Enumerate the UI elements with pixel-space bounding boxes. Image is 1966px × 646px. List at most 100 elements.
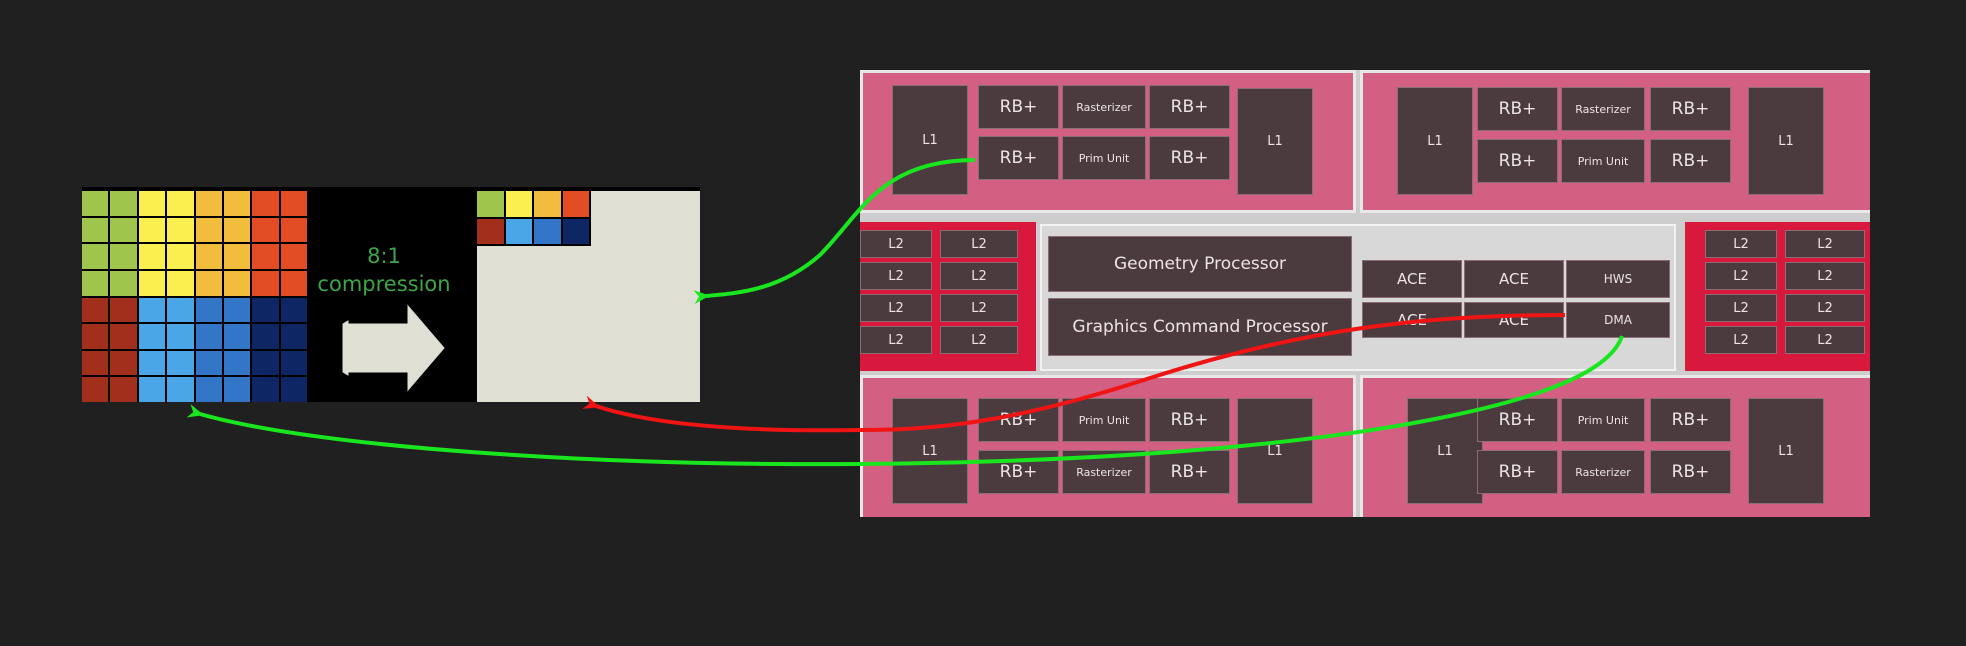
prim-unit-block: Prim Unit: [1062, 136, 1146, 180]
shader-engine-top-left: L1 RB+ Rasterizer RB+ RB+ Prim Unit RB+ …: [860, 70, 1356, 213]
color-tile: [223, 244, 251, 269]
color-tile: [110, 191, 137, 216]
color-tile: [252, 324, 279, 349]
rb-plus-block: RB+: [978, 85, 1059, 129]
l2-slice: L2: [1785, 262, 1865, 290]
l2-slice: L2: [940, 326, 1018, 354]
color-tile: [280, 191, 307, 216]
color-tile: [223, 270, 251, 296]
geometry-processor: Geometry Processor: [1048, 236, 1352, 292]
color-tile: [110, 244, 137, 269]
color-tile: [195, 217, 222, 243]
l2-slice: L2: [1785, 326, 1865, 354]
rb-plus-block: RB+: [1650, 139, 1731, 183]
color-tile: [252, 270, 279, 296]
ace-block: ACE: [1464, 260, 1564, 298]
compression-diagram: 8:1 compression: [82, 187, 700, 402]
color-tile: [252, 244, 279, 269]
color-tile: [167, 244, 194, 269]
color-tile: [505, 191, 532, 217]
l1-cache: L1: [1397, 87, 1473, 195]
color-tile: [280, 270, 307, 296]
color-tile: [110, 377, 137, 402]
color-tile: [195, 191, 222, 216]
color-tile: [280, 297, 307, 323]
color-tile: [110, 217, 137, 243]
l2-slice: L2: [940, 262, 1018, 290]
color-tile: [82, 377, 109, 402]
color-tile: [280, 377, 307, 402]
compressed-surface: [477, 191, 700, 402]
color-tile: [252, 377, 279, 402]
compression-ratio-label: 8:1 compression: [310, 242, 458, 298]
color-tile: [280, 324, 307, 349]
color-tile: [138, 350, 166, 376]
shader-engine-top-right: L1 RB+ Rasterizer RB+ RB+ Prim Unit RB+ …: [1360, 70, 1870, 213]
l2-slice: L2: [860, 326, 932, 354]
color-tile: [82, 270, 109, 296]
l2-slice: L2: [1785, 294, 1865, 322]
compression-ratio: 8:1: [367, 244, 401, 268]
l2-slice: L2: [860, 294, 932, 322]
color-tile: [82, 244, 109, 269]
color-tile: [280, 217, 307, 243]
color-tile: [252, 191, 279, 216]
rb-plus-block: RB+: [1650, 87, 1731, 131]
color-tile: [280, 350, 307, 376]
l1-cache: L1: [892, 85, 968, 195]
prim-unit-block: Prim Unit: [1062, 398, 1146, 442]
ace-block: ACE: [1362, 260, 1462, 298]
color-tile: [195, 350, 222, 376]
color-tile: [138, 191, 166, 216]
prim-unit-block: Prim Unit: [1561, 398, 1645, 442]
compressed-tile-grid: [477, 191, 591, 246]
rb-plus-block: RB+: [1149, 450, 1230, 494]
color-tile: [195, 297, 222, 323]
color-tile: [562, 191, 589, 217]
l2-slice: L2: [1785, 230, 1865, 258]
color-tile: [138, 244, 166, 269]
color-tile: [195, 244, 222, 269]
hws-block: HWS: [1566, 260, 1670, 298]
color-tile: [167, 377, 194, 402]
rb-plus-block: RB+: [1149, 398, 1230, 442]
rasterizer-block: Rasterizer: [1561, 87, 1645, 131]
color-tile: [252, 297, 279, 323]
dma-block: DMA: [1566, 302, 1670, 338]
color-tile: [82, 217, 109, 243]
rb-plus-block: RB+: [1650, 398, 1731, 442]
rb-plus-block: RB+: [978, 450, 1059, 494]
color-tile: [110, 324, 137, 349]
color-tile: [167, 324, 194, 349]
l2-slice: L2: [1705, 262, 1777, 290]
ace-block: ACE: [1464, 302, 1564, 338]
l2-slice: L2: [1705, 294, 1777, 322]
l1-cache: L1: [1748, 398, 1824, 504]
l1-cache: L1: [1748, 87, 1824, 195]
l2-slice: L2: [860, 262, 932, 290]
color-tile: [223, 324, 251, 349]
color-tile: [223, 297, 251, 323]
color-tile: [252, 350, 279, 376]
color-tile: [167, 350, 194, 376]
color-tile: [138, 297, 166, 323]
prim-unit-block: Prim Unit: [1561, 139, 1645, 183]
color-tile: [195, 324, 222, 349]
rb-plus-block: RB+: [1149, 136, 1230, 180]
color-tile: [252, 217, 279, 243]
color-tile: [82, 350, 109, 376]
color-tile: [505, 218, 532, 244]
color-tile: [223, 217, 251, 243]
ace-block: ACE: [1362, 302, 1462, 338]
color-tile: [534, 191, 561, 217]
color-tile: [562, 218, 589, 244]
l2-cache-left: L2 L2 L2 L2 L2 L2 L2 L2: [860, 222, 1036, 371]
rb-plus-block: RB+: [1477, 87, 1558, 131]
color-tile: [167, 297, 194, 323]
color-tile: [82, 324, 109, 349]
compression-word: compression: [317, 272, 451, 296]
color-tile: [82, 297, 109, 323]
rb-plus-block: RB+: [978, 136, 1059, 180]
rb-plus-block: RB+: [1477, 450, 1558, 494]
color-tile: [138, 270, 166, 296]
